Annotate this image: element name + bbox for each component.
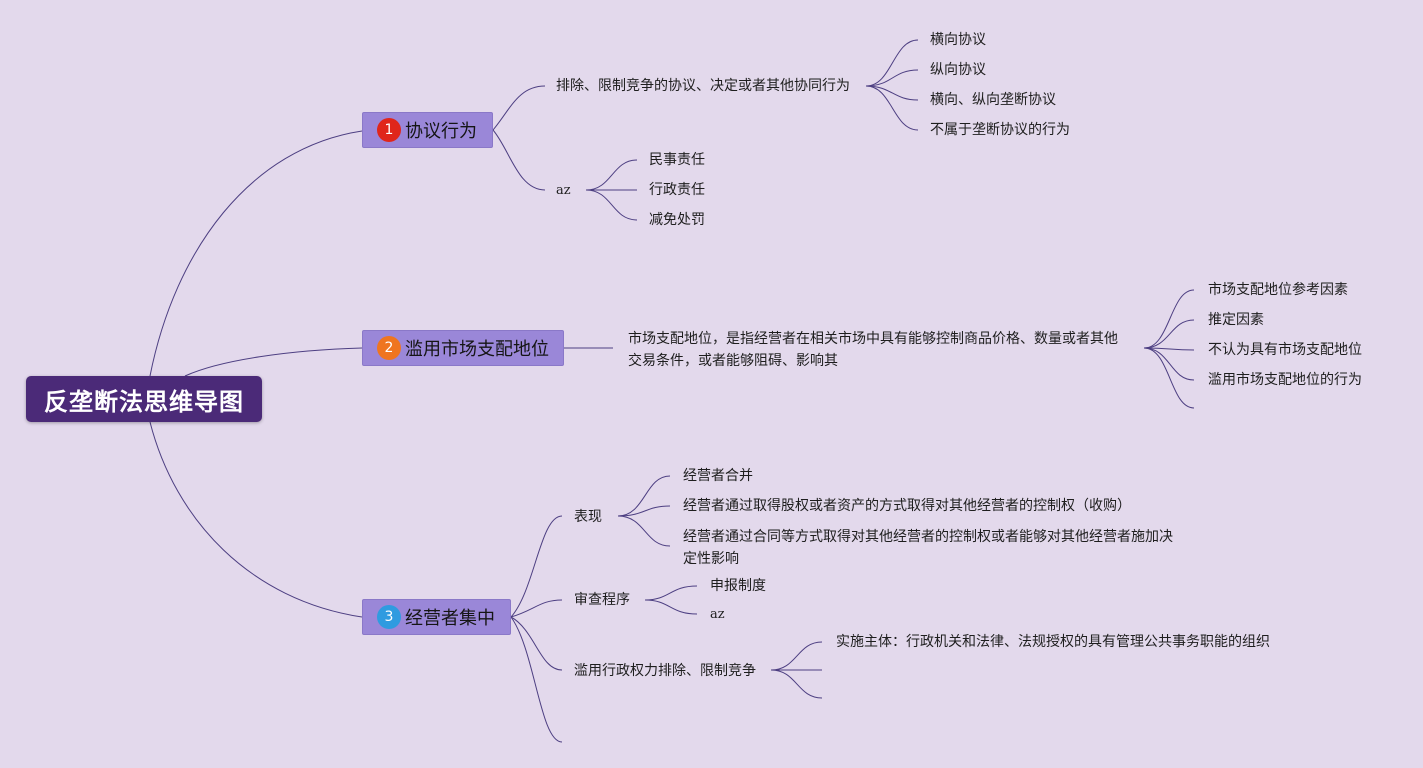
link-b3s1-leaf2 (617, 505, 671, 517)
link-b1s1-leaf4 (865, 85, 919, 131)
link-b3s1-leaf1 (617, 475, 671, 517)
leaf-merger[interactable]: 经营者合并 (683, 468, 753, 484)
subtopic-dominance-definition[interactable]: 市场支配地位，是指经营者在相关市场中具有能够控制商品价格、数量或者其他交易条件，… (628, 331, 1118, 369)
link-b3s2-leaf1 (644, 585, 698, 601)
topic-label: 经营者集中 (405, 608, 495, 629)
leaf-administrative-liability[interactable]: 行政责任 (649, 182, 705, 198)
leaf-implementing-body[interactable]: 实施主体：行政机关和法律、法规授权的具有管理公共事务职能的组织 (836, 634, 1270, 650)
subtopic-monopoly-agreements[interactable]: 排除、限制竞争的协议、决定或者其他协同行为 (556, 78, 850, 94)
topic-agreement-behavior[interactable]: 1 协议行为 (362, 112, 493, 148)
leaf-not-dominant[interactable]: 不认为具有市场支配地位 (1208, 342, 1362, 358)
subtopic-az[interactable]: az (556, 183, 571, 198)
number-3-icon: 3 (377, 605, 401, 629)
leaf-penalty-reduction[interactable]: 减免处罚 (649, 212, 705, 228)
link-b2s1-leaf3 (1143, 347, 1195, 351)
link-b1s2-leaf3 (585, 189, 638, 221)
link-b3s2-leaf2 (644, 599, 698, 615)
link-b3-sub4 (510, 616, 563, 743)
link-b2s1-leaf5 (1143, 347, 1195, 409)
link-b1-sub2 (492, 129, 546, 191)
link-b2s1-leaf1 (1143, 289, 1195, 349)
link-root-branch1 (149, 130, 363, 377)
link-b1-sub1 (492, 85, 546, 131)
link-b3-sub3 (510, 616, 563, 671)
link-root-branch2 (184, 347, 363, 377)
link-b3s1-leaf3 (617, 515, 671, 547)
number-1-icon: 1 (377, 118, 401, 142)
leaf-presumption-factors[interactable]: 推定因素 (1208, 312, 1264, 328)
leaf-horizontal-vertical-agreement[interactable]: 横向、纵向垄断协议 (930, 92, 1056, 108)
topic-label: 滥用市场支配地位 (405, 339, 549, 360)
subtopic-review-procedure[interactable]: 审查程序 (574, 592, 630, 608)
link-b1s1-leaf3 (865, 85, 919, 101)
link-b2s1-leaf4 (1143, 347, 1195, 381)
leaf-acquisition[interactable]: 经营者通过取得股权或者资产的方式取得对其他经营者的控制权（收购） (683, 498, 1131, 514)
link-b1s1-leaf1 (865, 39, 919, 87)
link-b2s1-leaf2 (1143, 319, 1195, 349)
root-topic-label: 反垄断法思维导图 (44, 387, 244, 416)
link-b3-sub2 (510, 599, 563, 618)
number-2-icon: 2 (377, 336, 401, 360)
link-b3s3-leaf3 (770, 669, 823, 699)
root-topic[interactable]: 反垄断法思维导图 (26, 376, 262, 422)
leaf-horizontal-agreement[interactable]: 横向协议 (930, 32, 986, 48)
leaf-vertical-agreement[interactable]: 纵向协议 (930, 62, 986, 78)
subtopic-forms[interactable]: 表现 (574, 509, 602, 525)
link-b3-sub1 (510, 515, 563, 618)
leaf-abuse-behaviors[interactable]: 滥用市场支配地位的行为 (1208, 372, 1362, 388)
leaf-az[interactable]: az (710, 607, 725, 622)
link-b1s2-leaf1 (585, 159, 638, 191)
link-b1s1-leaf2 (865, 69, 919, 87)
subtopic-administrative-abuse[interactable]: 滥用行政权力排除、限制竞争 (574, 663, 756, 679)
leaf-non-monopoly-agreement[interactable]: 不属于垄断协议的行为 (930, 122, 1070, 138)
leaf-civil-liability[interactable]: 民事责任 (649, 152, 705, 168)
topic-concentration[interactable]: 3 经营者集中 (362, 599, 511, 635)
leaf-dominance-factors[interactable]: 市场支配地位参考因素 (1208, 282, 1348, 298)
topic-label: 协议行为 (405, 121, 477, 142)
leaf-contract-control[interactable]: 经营者通过合同等方式取得对其他经营者的控制权或者能够对其他经营者施加决定性影响 (683, 529, 1173, 567)
leaf-filing-system[interactable]: 申报制度 (710, 578, 766, 594)
link-root-branch3 (149, 421, 363, 618)
topic-abuse-of-dominance[interactable]: 2 滥用市场支配地位 (362, 330, 564, 366)
link-b3s3-leaf1 (770, 641, 823, 671)
